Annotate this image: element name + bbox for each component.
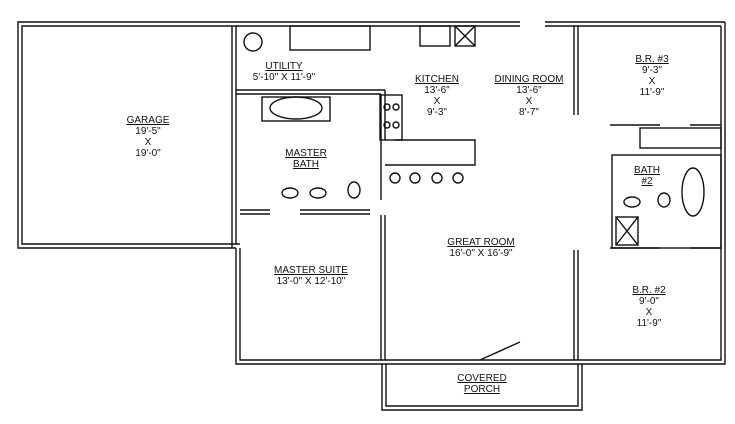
room-name: UTILITY	[265, 61, 303, 72]
room-name: PORCH	[463, 384, 501, 395]
master-sink-icon	[281, 187, 299, 199]
kitchen-sink-icon	[419, 25, 451, 47]
room-name: B.R. #3	[635, 54, 669, 65]
utility-label: UTILITY 5'-10" X 11'-9"	[253, 61, 315, 83]
master-bath-label: MASTER BATH	[285, 148, 327, 170]
room-name: MASTER SUITE	[274, 265, 348, 276]
room-width: 9'-3"	[642, 65, 662, 76]
room-name: B.R. #2	[632, 285, 666, 296]
room-length: 8'-7"	[519, 107, 539, 118]
room-name: DINING ROOM	[494, 74, 564, 85]
room-length: 19'-0"	[135, 148, 161, 159]
great-room-label: GREAT ROOM 16'-0" X 16'-9"	[447, 237, 514, 259]
room-dims: 13'-0" X 12'-10"	[276, 276, 346, 287]
room-name: COVERED	[457, 373, 507, 384]
room-length: 11'-9"	[636, 318, 662, 329]
room-dims: 16'-0" X 16'-9"	[449, 248, 513, 259]
room-width: 13'-6"	[424, 85, 450, 96]
bedroom-2-label: B.R. #2 9'-0" X 11'-9"	[632, 285, 665, 329]
room-x: X	[433, 96, 441, 107]
room-name: BATH	[634, 165, 660, 176]
master-suite-label: MASTER SUITE 13'-0" X 12'-10"	[274, 265, 348, 287]
bath2-sink-icon	[623, 196, 641, 208]
room-name: GARAGE	[126, 115, 170, 126]
range-icon	[379, 94, 403, 141]
room-width: 13'-6"	[516, 85, 542, 96]
bath-2-label: BATH #2	[634, 165, 660, 187]
room-name: #2	[641, 176, 653, 187]
room-width: 9'-0"	[639, 296, 659, 307]
room-name: MASTER	[285, 148, 327, 159]
room-x: X	[144, 137, 152, 148]
garage-label: GARAGE 19'-5" X 19'-0"	[127, 115, 170, 159]
master-sink-icon	[309, 187, 327, 199]
interior-walls	[231, 26, 722, 361]
water-heater-icon	[243, 32, 263, 52]
master-toilet-icon	[347, 181, 361, 199]
bath2-toilet-icon	[657, 192, 671, 208]
room-name: KITCHEN	[415, 74, 459, 85]
kitchen-label: KITCHEN 13'-6" X 9'-3"	[415, 74, 459, 118]
room-x: X	[525, 96, 533, 107]
room-dims: 5'-10" X 11'-9"	[252, 72, 316, 83]
room-length: 11'-9"	[639, 87, 665, 98]
room-width: 19'-5"	[135, 126, 161, 137]
covered-porch-label: COVERED PORCH	[457, 373, 506, 395]
room-x: X	[648, 76, 656, 87]
room-name: BATH	[293, 159, 319, 170]
exterior-walls	[17, 21, 726, 365]
bedroom-3-label: B.R. #3 9'-3" X 11'-9"	[635, 54, 668, 98]
dining-room-label: DINING ROOM 13'-6" X 8'-7"	[495, 74, 564, 118]
room-length: 9'-3"	[427, 107, 447, 118]
covered-porch-outline	[381, 364, 583, 411]
fixtures	[243, 25, 705, 246]
master-tub-icon	[269, 96, 323, 120]
bath2-tub-icon	[681, 167, 705, 217]
room-x: X	[645, 307, 653, 318]
room-name: GREAT ROOM	[447, 237, 515, 248]
